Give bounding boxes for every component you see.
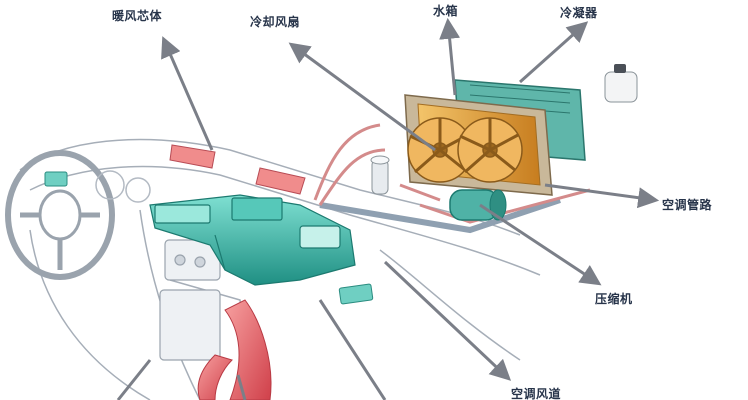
label-heater-core: 暖风芯体 <box>112 9 163 23</box>
steering-wheel <box>5 150 115 280</box>
label-cooling-fan: 冷却风扇 <box>250 15 301 29</box>
arrow-lower-left <box>116 359 152 400</box>
arrow-radiator <box>439 17 461 96</box>
cooling-fans <box>407 117 523 183</box>
label-ac-pipe: 空调管路 <box>662 198 713 212</box>
arrow-condenser <box>519 21 589 84</box>
arrow-lower-mid <box>236 374 247 400</box>
label-ac-duct: 空调风道 <box>511 387 562 400</box>
callout-arrows <box>116 17 660 400</box>
instrument-cluster <box>95 170 151 203</box>
hvac-unit <box>149 194 356 286</box>
arrow-ac-duct <box>383 260 512 381</box>
ac-pipes <box>313 123 591 224</box>
label-radiator: 水箱 <box>433 4 459 18</box>
label-compressor: 压缩机 <box>595 292 633 306</box>
arrow-lower-right <box>318 299 387 400</box>
arrow-cooling-fan <box>288 42 436 152</box>
coolant-reservoir <box>604 64 638 103</box>
defrost-vents <box>169 144 306 195</box>
arrow-heater-core <box>161 36 214 151</box>
label-condenser: 冷凝器 <box>560 6 598 20</box>
air-vents <box>44 171 374 305</box>
receiver-drier <box>370 155 390 195</box>
arrow-ac-pipe <box>544 183 660 209</box>
ac-duct <box>319 197 561 234</box>
center-console <box>159 239 221 361</box>
arrow-compressor <box>479 203 602 286</box>
